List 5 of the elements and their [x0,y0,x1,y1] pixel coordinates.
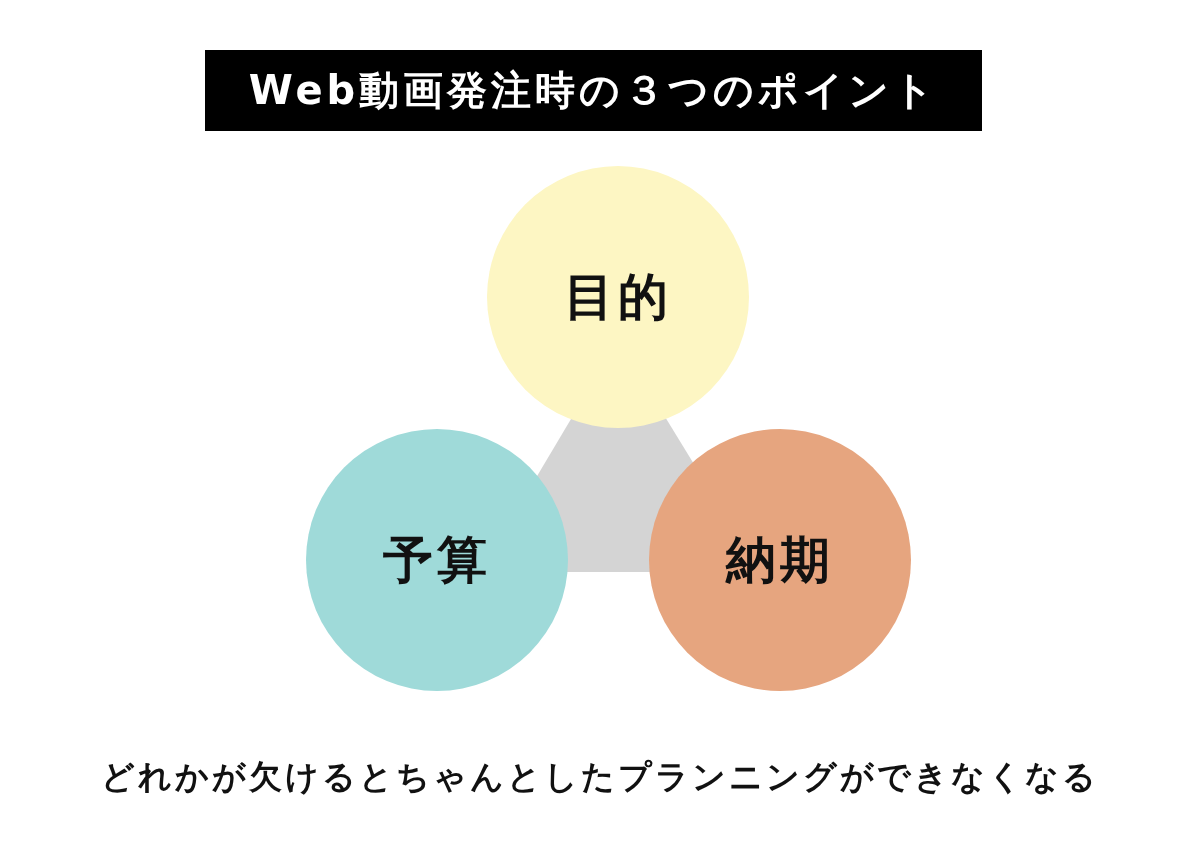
title-banner: Web動画発注時の３つのポイント [205,50,982,131]
circle-label: 予算 [383,529,491,591]
circle-label: 納期 [726,529,834,591]
circle-label: 目的 [564,266,672,328]
caption: どれかが欠けるとちゃんとしたプランニングができなくなる [100,756,1100,798]
